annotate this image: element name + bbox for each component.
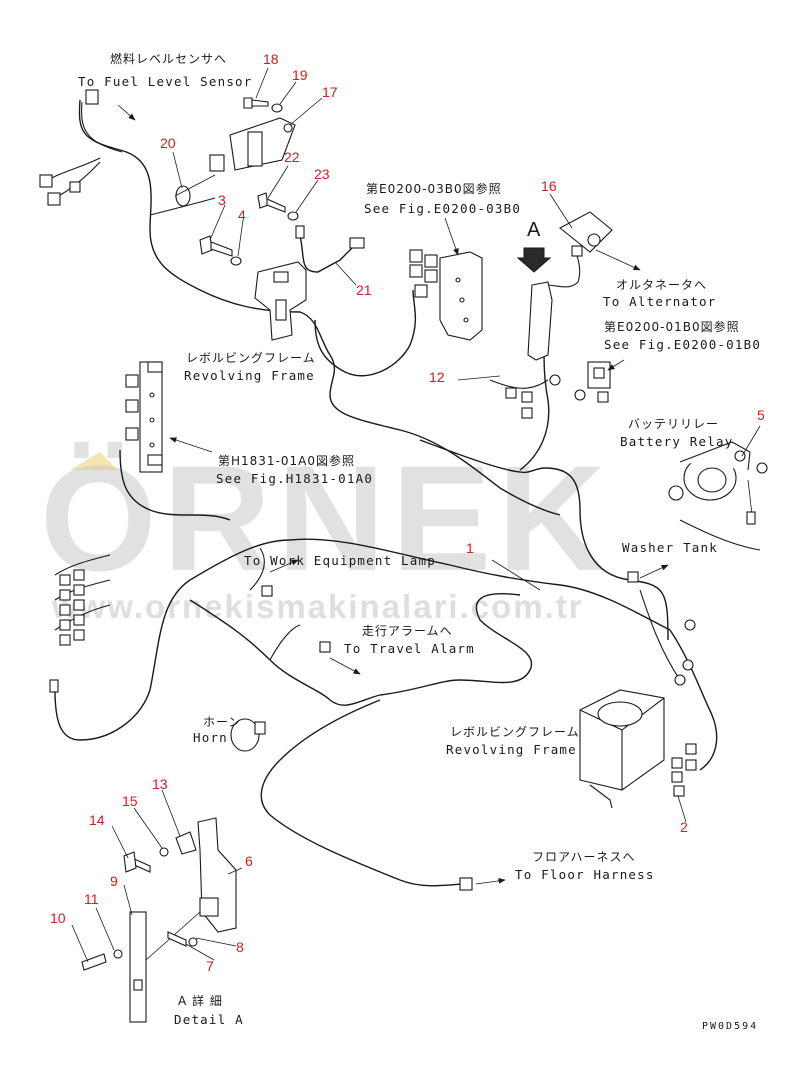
main-harness [44, 99, 761, 887]
drawing-code: PW0D594 [702, 1021, 758, 1032]
floor-harness-connector [459, 877, 473, 891]
label-alternator-jp: オルタネータへ [616, 278, 707, 292]
pointer-arrows [117, 104, 669, 885]
part-number-17: 17 [322, 84, 338, 100]
fuel-sensor-connector [39, 89, 99, 206]
label-fig-h1831-jp: 第H1831-01A0図参照 [218, 453, 355, 468]
part-number-6: 6 [245, 853, 253, 869]
part-number-8: 8 [236, 939, 244, 955]
part-number-23: 23 [314, 166, 330, 182]
part-number-22: 22 [284, 149, 300, 165]
label-battery-relay-jp: バッテリリレー [628, 417, 719, 431]
part-number-19: 19 [292, 67, 308, 83]
part-number-7: 7 [206, 958, 214, 974]
label-work-equipment-lamp: To Work Equipment Lamp [244, 553, 436, 568]
alternator-connector-16 [559, 211, 613, 257]
part-number-18: 18 [263, 51, 279, 67]
label-revolving-frame-1-en: Revolving Frame [184, 368, 315, 383]
label-horn-jp: ホーン [203, 715, 241, 729]
connector-cluster-left [49, 569, 85, 693]
label-arrow-a: A [527, 219, 541, 241]
label-travel-alarm-jp: 走行アラームへ [362, 624, 453, 638]
leader-lines [71, 67, 761, 963]
detail-a [81, 817, 237, 1023]
part-number-15: 15 [122, 793, 138, 809]
label-alternator-en: To Alternator [603, 294, 716, 309]
watermark-brand: ÖRNEK [40, 434, 612, 602]
relay-block-E0200-03B0 [409, 249, 483, 341]
label-revolving-frame-1-jp: レボルビングフレーム [186, 351, 316, 365]
label-detail-a-jp: A 詳 細 [178, 993, 223, 1008]
label-revolving-frame-2-en: Revolving Frame [446, 742, 577, 757]
part-number-10: 10 [50, 910, 66, 926]
label-fuel-en: To Fuel Level Sensor [78, 74, 253, 89]
arrow-a-assembly [505, 247, 586, 419]
watermark: ÖRNEK www.ornekismakinalari.com.tr [40, 434, 612, 625]
part-numbers: 18 19 17 20 22 23 3 4 21 12 16 5 1 2 13 … [50, 51, 765, 974]
label-revolving-frame-2-jp: レボルビングフレーム [450, 725, 580, 739]
part-number-2: 2 [680, 819, 688, 835]
mid-connectors [261, 571, 696, 686]
label-detail-a-en: Detail A [174, 1012, 244, 1027]
callout-labels: 燃料レベルセンサへ To Fuel Level Sensor 第E0200-03… [78, 51, 761, 1032]
label-fuel-jp: 燃料レベルセンサへ [110, 51, 227, 66]
revolving-frame-2 [579, 689, 697, 809]
label-horn-en: Horn [193, 730, 228, 745]
part-number-14: 14 [89, 812, 105, 828]
part-number-20: 20 [160, 135, 176, 151]
grommet-20 [174, 174, 216, 207]
revolving-frame-block [125, 361, 163, 473]
part-number-11: 11 [84, 891, 99, 907]
wire-21 [295, 225, 365, 273]
label-fig-e0200-03b0-jp: 第E0200-03B0図参照 [366, 181, 502, 196]
part-number-13: 13 [152, 776, 168, 792]
part-number-4: 4 [238, 207, 246, 223]
bracket-17 [209, 117, 296, 172]
part-number-16: 16 [541, 178, 557, 194]
label-floor-harness-jp: フロアハーネスへ [532, 850, 636, 864]
horn [230, 718, 266, 752]
bolts-18-19 [243, 97, 283, 113]
label-washer-tank: Washer Tank [622, 540, 718, 555]
label-fig-e0200-03b0-en: See Fig.E0200-03B0 [364, 201, 521, 216]
bolts-3-4 [199, 192, 299, 266]
part-number-21: 21 [356, 282, 372, 298]
bracket-plate [254, 261, 307, 341]
part-number-9: 9 [110, 873, 118, 889]
label-fig-h1831-en: See Fig.H1831-01A0 [216, 471, 373, 486]
label-fig-e0200-01b0-jp: 第E0200-01B0図参照 [604, 319, 740, 334]
part-number-12: 12 [429, 369, 445, 385]
part-number-5: 5 [757, 407, 765, 423]
label-floor-harness-en: To Floor Harness [515, 867, 655, 882]
part-number-3: 3 [218, 192, 226, 208]
label-travel-alarm-en: To Travel Alarm [344, 641, 475, 656]
battery-relay-5 [668, 441, 768, 525]
part-number-1: 1 [466, 540, 474, 556]
label-battery-relay-en: Battery Relay [620, 434, 733, 449]
relay-E0200-01B0 [587, 361, 611, 403]
label-fig-e0200-01b0-en: See Fig.E0200-01B0 [604, 337, 761, 352]
